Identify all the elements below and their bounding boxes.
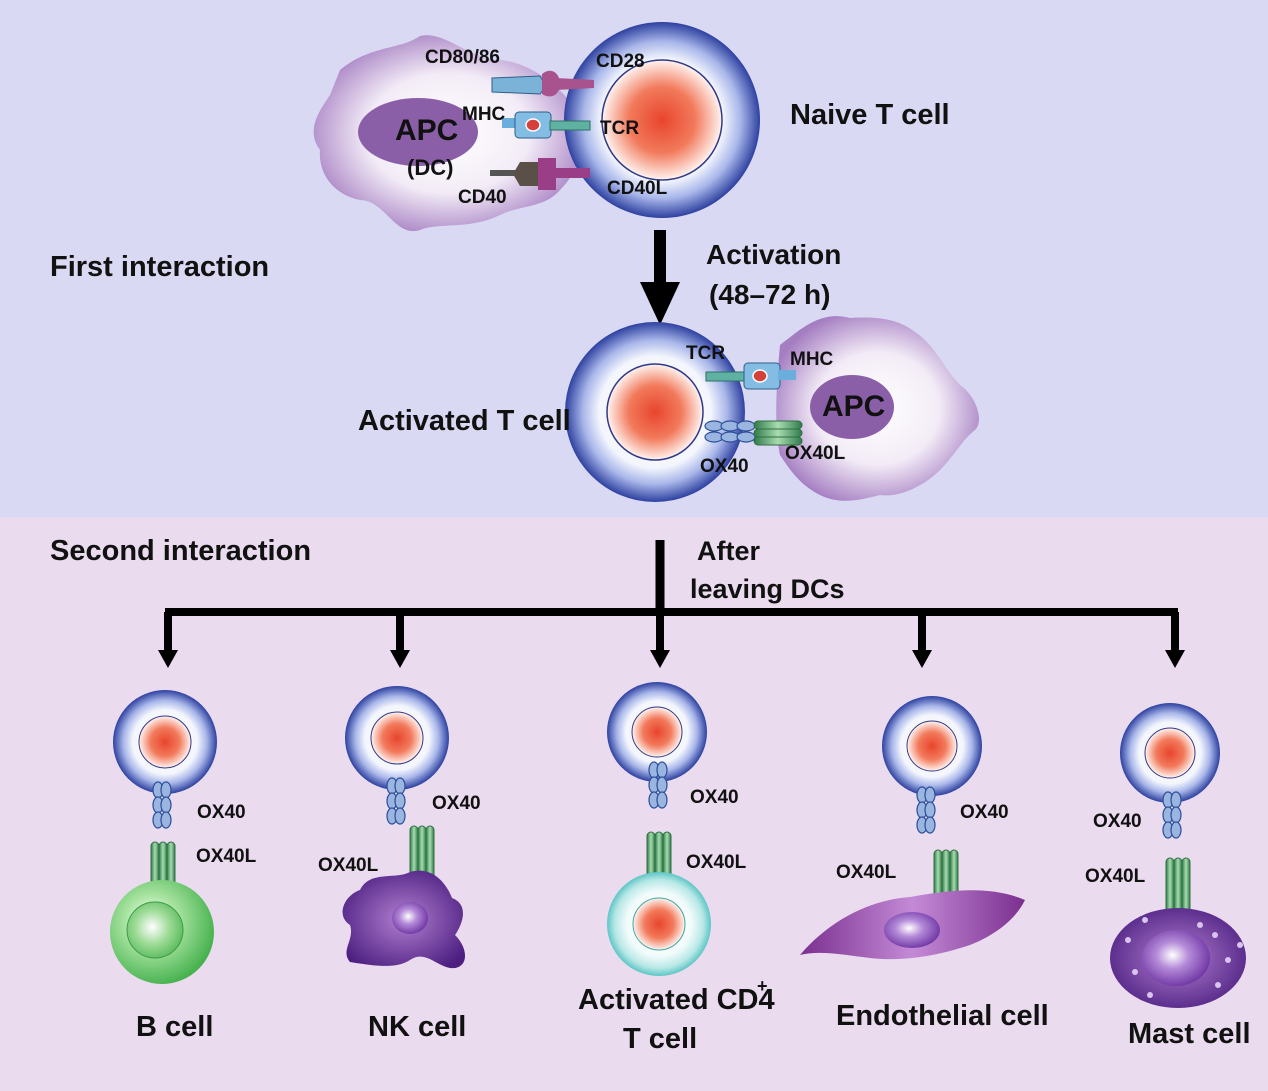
naive-t-cell (564, 22, 760, 218)
apc-label: APC (395, 114, 458, 147)
ox40l-label-5: OX40L (1085, 866, 1146, 887)
ox40-label-3: OX40 (690, 787, 739, 808)
cd4-superscript: + (757, 976, 768, 996)
ox40-5 (1162, 791, 1182, 839)
ox40-top-label: OX40 (700, 456, 749, 477)
nk-cell-label: NK cell (368, 1011, 466, 1043)
mhc-label: MHC (462, 104, 506, 125)
apc-second-label: APC (822, 390, 885, 423)
apc-second-nucleus (810, 375, 894, 439)
ox40l-label-3: OX40L (686, 852, 747, 873)
ox40l-5 (1165, 857, 1191, 921)
dc-label: (DC) (407, 155, 453, 180)
activated-t-cell (565, 322, 745, 502)
mast-cell-column (1110, 703, 1246, 1008)
cd40l-label: CD40L (607, 178, 668, 199)
ox40l-label-4: OX40L (836, 862, 897, 883)
mhc-second-label: MHC (790, 349, 834, 370)
cd28-label: CD28 (596, 51, 645, 72)
cd4-t-cell-column (607, 682, 711, 976)
activated-t-cell-label: Activated T cell (358, 405, 571, 437)
ox40-4 (916, 786, 936, 834)
ox40-label-4: OX40 (960, 802, 1009, 823)
mast-cell-granules (1125, 917, 1243, 998)
ox40-2 (386, 777, 406, 825)
ox40-3 (648, 761, 668, 809)
tcr-second-label: TCR (686, 343, 725, 364)
cd4-t-cell-label-line2: T cell (623, 1023, 697, 1055)
ox40l-label-1: OX40L (196, 846, 257, 867)
cd80-86-label: CD80/86 (425, 47, 500, 68)
nk-cell-column (342, 686, 466, 969)
ox40-label-5: OX40 (1093, 811, 1142, 832)
cd40-cd40l-pair (490, 158, 590, 190)
mast-cell-label: Mast cell (1128, 1018, 1251, 1050)
apc-nucleus (358, 98, 478, 166)
naive-t-cell-label: Naive T cell (790, 99, 950, 131)
ox40-label-2: OX40 (432, 793, 481, 814)
leaving-dcs-label: leaving DCs (690, 574, 845, 604)
endothelial-cell-label: Endothelial cell (836, 1000, 1049, 1032)
mhc-tcr-pair (502, 111, 591, 139)
after-label: After (697, 536, 760, 566)
b-cell-column (110, 690, 217, 984)
naive-t-cell-nucleus (601, 59, 723, 181)
ox40-1 (152, 781, 172, 829)
second-interaction-title: Second interaction (50, 535, 311, 567)
ox40-ox40l-pair-top (704, 420, 803, 446)
cd80-cd28-pair (491, 70, 594, 97)
ox40l-label-2: OX40L (318, 855, 379, 876)
endothelial-cell-column (800, 696, 1025, 960)
b-cell-label: B cell (136, 1011, 213, 1043)
activation-time: (48–72 h) (709, 279, 830, 310)
first-interaction-title: First interaction (50, 251, 269, 283)
cd4-t-cell-label: Activated CD4 (578, 984, 775, 1016)
ox40-label-1: OX40 (197, 802, 246, 823)
ox40l-top-label: OX40L (785, 443, 846, 464)
tcr-label: TCR (600, 118, 639, 139)
tcr-mhc-pair-second (705, 362, 796, 390)
distribution-arrows (158, 540, 1185, 668)
cd40-label: CD40 (458, 187, 507, 208)
activated-t-cell-nucleus (606, 363, 704, 461)
activation-label: Activation (706, 239, 841, 270)
apc-second (776, 316, 980, 501)
